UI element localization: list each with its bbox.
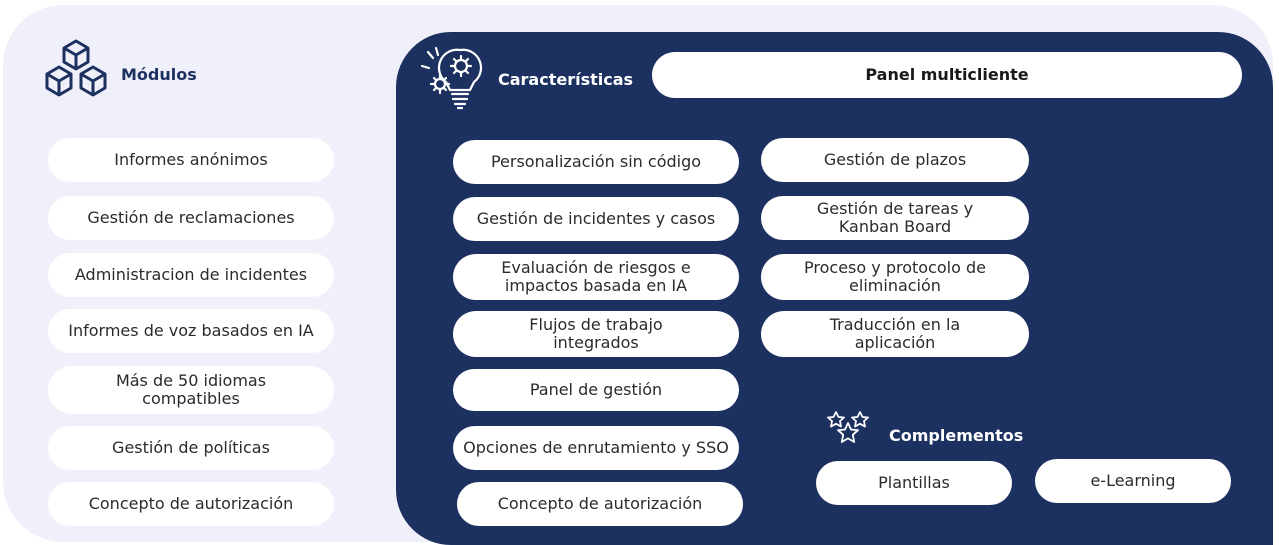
cubes-icon <box>45 39 107 97</box>
module-item: Informes de voz basados en IA <box>48 309 334 353</box>
module-item: Más de 50 idiomas compatibles <box>48 366 334 414</box>
module-item: Concepto de autorización <box>48 482 334 526</box>
addon-item: e-Learning <box>1035 459 1231 503</box>
addon-item: Plantillas <box>816 461 1012 505</box>
feature-item: Evaluación de riesgos e impactos basada … <box>453 254 739 300</box>
feature-item: Traducción en la aplicación <box>761 311 1029 357</box>
module-item: Gestión de reclamaciones <box>48 196 334 240</box>
features-title: Características <box>498 70 634 89</box>
feature-item: Gestión de incidentes y casos <box>453 197 739 241</box>
feature-item: Personalización sin código <box>453 140 739 184</box>
feature-item: Gestión de tareas y Kanban Board <box>761 196 1029 240</box>
module-item: Gestión de políticas <box>48 426 334 470</box>
feature-item: Gestión de plazos <box>761 138 1029 182</box>
feature-item: Opciones de enrutamiento y SSO <box>453 426 739 470</box>
module-item: Informes anónimos <box>48 138 334 182</box>
complementos-title: Complementos <box>889 426 1024 445</box>
stars-icon <box>827 411 869 443</box>
modules-title: Módulos <box>121 65 197 84</box>
feature-item: Concepto de autorización <box>457 482 743 526</box>
feature-item: Flujos de trabajo integrados <box>453 311 739 357</box>
feature-item: Proceso y protocolo de eliminación <box>761 254 1029 300</box>
module-item: Administracion de incidentes <box>48 253 334 297</box>
feature-item: Panel de gestión <box>453 369 739 411</box>
panel-multicliente-label: Panel multicliente <box>652 52 1242 98</box>
lightbulb-gears-icon <box>420 46 483 110</box>
